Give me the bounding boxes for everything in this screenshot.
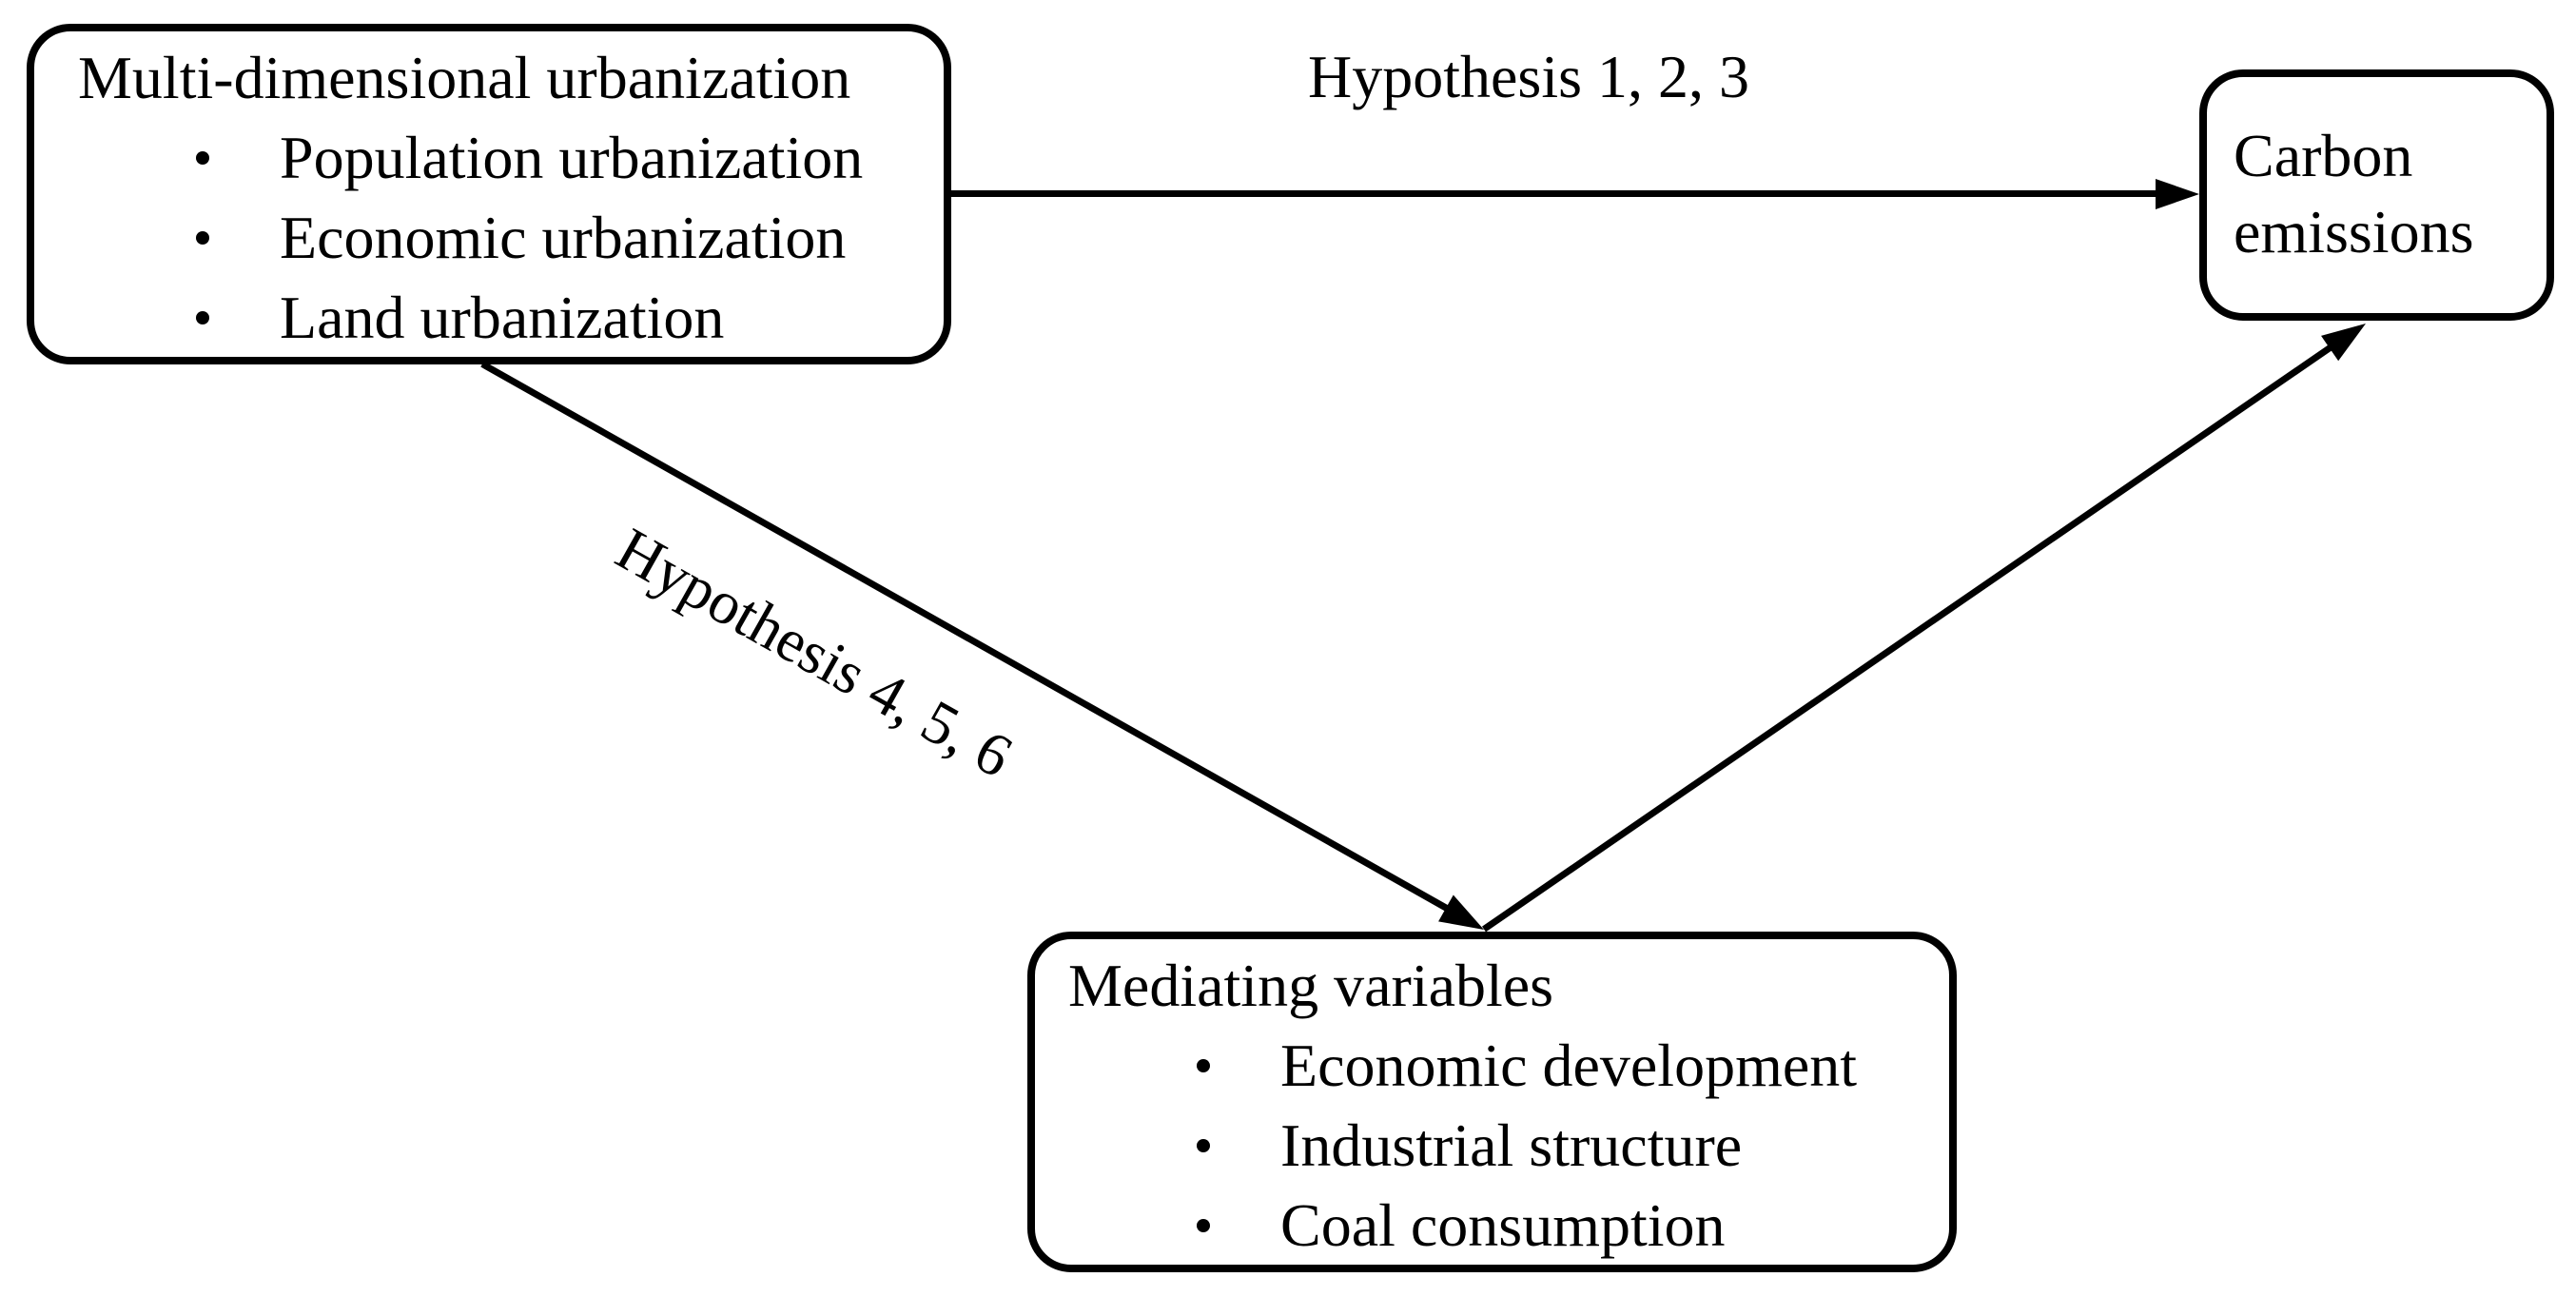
urbanization-to-mediators-arrow [480,361,1454,914]
bullet-item-label: Population urbanization [280,124,864,191]
bullet-item: Economic development [1035,1026,1949,1106]
hypothesis-123-label: Hypothesis 1, 2, 3 [1308,43,1749,110]
bullet-dot-icon [1197,1139,1210,1152]
urbanization-box: Multi-dimensional urbanization Populatio… [27,24,951,364]
arrowhead-right-icon [2156,179,2199,209]
carbon-emissions-box: Carbon emissions [2199,69,2554,321]
bullet-dot-icon [196,231,209,245]
bullet-dot-icon [196,311,209,324]
urbanization-box-title: Multi-dimensional urbanization [78,44,851,111]
mediating-variables-box: Mediating variables Economic development… [1027,932,1957,1272]
carbon-emissions-line: emissions [2234,198,2474,265]
bullet-item: Population urbanization [34,118,944,198]
bullet-item: Industrial structure [1035,1106,1949,1186]
direct-effect-arrow [951,190,2167,197]
bullet-dot-icon [1197,1059,1210,1072]
bullet-item: Land urbanization [34,278,944,358]
bullet-dot-icon [1197,1219,1210,1232]
bullet-item-label: Industrial structure [1280,1111,1743,1179]
bullet-item-label: Coal consumption [1280,1191,1726,1259]
bullet-item: Economic urbanization [34,198,944,278]
bullet-item-label: Economic urbanization [280,204,847,271]
mediators-to-carbon-arrow [1482,339,2341,933]
carbon-emissions-line: Carbon [2234,122,2413,189]
bullet-item-label: Land urbanization [280,284,725,351]
bullet-dot-icon [196,151,209,165]
bullet-item-label: Economic development [1280,1032,1858,1099]
bullet-item: Coal consumption [1035,1186,1949,1266]
mediating-box-title: Mediating variables [1068,952,1554,1019]
